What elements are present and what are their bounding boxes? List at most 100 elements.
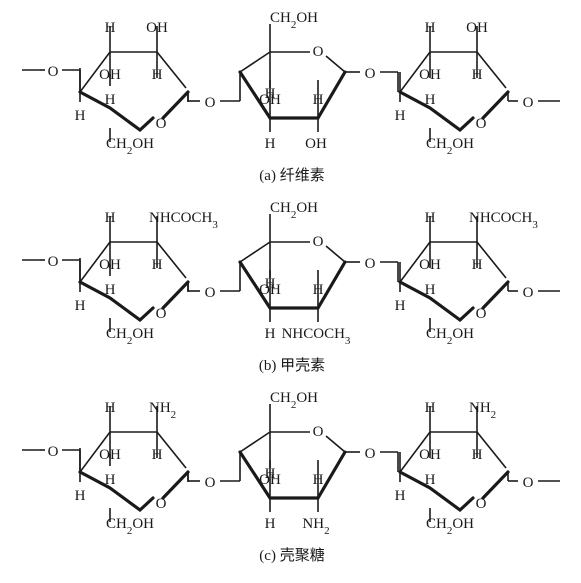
- atom-label: H: [265, 516, 276, 532]
- atom-label: NHCOCH3: [469, 210, 538, 231]
- atom-label: H: [472, 67, 483, 83]
- bond-line: [238, 450, 347, 500]
- bond-line: [398, 280, 462, 322]
- bond-line: [156, 431, 187, 469]
- glycosidic-oxygen: O: [365, 256, 376, 272]
- bond-line: [481, 280, 510, 310]
- glycosidic-oxygen: O: [365, 66, 376, 82]
- bond-line: [398, 90, 462, 132]
- bond-line: [239, 241, 271, 263]
- atom-label: NH2: [302, 516, 329, 537]
- atom-label: H: [472, 447, 483, 463]
- bond-line: [161, 90, 190, 120]
- atom-label: CH2OH: [106, 326, 154, 347]
- bond-line: [458, 116, 475, 132]
- glycosidic-oxygen: O: [48, 254, 59, 270]
- bond-line: [476, 241, 507, 279]
- ring-oxygen: O: [156, 116, 167, 132]
- glycosidic-oxygen: O: [523, 285, 534, 301]
- atom-label: H: [152, 447, 163, 463]
- atom-label: CH2OH: [426, 516, 474, 537]
- bond-line: [78, 280, 142, 322]
- bond-line: [138, 116, 155, 132]
- bond-line: [239, 431, 271, 453]
- glycosidic-oxygen: O: [523, 95, 534, 111]
- bond-line: [239, 51, 271, 73]
- bond-line: [138, 496, 155, 512]
- bond-line: [481, 90, 510, 120]
- atom-label: H: [425, 20, 436, 36]
- bond-line: [78, 90, 142, 132]
- atom-label: OH: [99, 257, 121, 273]
- atom-label: NH2: [469, 400, 496, 421]
- glycosidic-oxygen: O: [48, 444, 59, 460]
- bond-line: [156, 51, 187, 89]
- atom-label: H: [265, 86, 276, 102]
- atom-label: NH2: [149, 400, 176, 421]
- atom-label: OH: [99, 67, 121, 83]
- atom-label: H: [265, 466, 276, 482]
- atom-label: H: [75, 298, 86, 314]
- glycosidic-oxygen: O: [205, 285, 216, 301]
- atom-label: OH: [305, 136, 327, 152]
- glycosidic-oxygen: O: [365, 446, 376, 462]
- panel-caption: (c) 壳聚糖: [259, 547, 324, 564]
- ring-oxygen: O: [313, 44, 324, 60]
- atom-label: H: [313, 472, 324, 488]
- panel-caption: (b) 甲壳素: [259, 357, 325, 374]
- atom-label: H: [105, 282, 116, 298]
- bond-line: [458, 306, 475, 322]
- bond-line: [398, 470, 462, 512]
- atom-label: OH: [419, 447, 441, 463]
- atom-label: H: [395, 488, 406, 504]
- atom-label: OH: [259, 92, 281, 108]
- ring-oxygen: O: [476, 116, 487, 132]
- bond-line: [79, 431, 111, 473]
- atom-label: CH2OH: [270, 200, 318, 221]
- ring-oxygen: O: [313, 234, 324, 250]
- atom-label: OH: [259, 472, 281, 488]
- atom-label: NHCOCH3: [149, 210, 218, 231]
- glycosidic-oxygen: O: [205, 95, 216, 111]
- ring-oxygen: O: [476, 306, 487, 322]
- ring-oxygen: O: [476, 496, 487, 512]
- ring-oxygen: O: [313, 424, 324, 440]
- atom-label: H: [152, 257, 163, 273]
- glycosidic-oxygen: O: [48, 64, 59, 80]
- atom-label: OH: [146, 20, 168, 36]
- atom-label: H: [425, 92, 436, 108]
- bond-line: [156, 241, 187, 279]
- atom-label: H: [105, 472, 116, 488]
- atom-label: H: [265, 276, 276, 292]
- atom-label: CH2OH: [106, 516, 154, 537]
- bond-line: [458, 496, 475, 512]
- bond-line: [238, 70, 347, 120]
- glycosidic-oxygen: O: [523, 475, 534, 491]
- atom-label: H: [395, 298, 406, 314]
- bond-line: [476, 51, 507, 89]
- atom-label: H: [395, 108, 406, 124]
- atom-label: OH: [99, 447, 121, 463]
- atom-label: H: [265, 136, 276, 152]
- bond-line: [79, 51, 111, 93]
- bond-line: [399, 431, 431, 473]
- ring-oxygen: O: [156, 306, 167, 322]
- bond-line: [476, 431, 507, 469]
- atom-label: CH2OH: [426, 326, 474, 347]
- bond-line: [399, 241, 431, 283]
- atom-label: H: [313, 92, 324, 108]
- atom-label: H: [152, 67, 163, 83]
- atom-label: OH: [419, 67, 441, 83]
- atom-label: H: [105, 400, 116, 416]
- atom-label: CH2OH: [426, 136, 474, 157]
- bond-line: [78, 470, 142, 512]
- atom-label: H: [425, 472, 436, 488]
- panel-caption: (a) 纤维素: [259, 167, 324, 184]
- atom-label: H: [105, 210, 116, 226]
- atom-label: H: [105, 92, 116, 108]
- atom-label: OH: [259, 282, 281, 298]
